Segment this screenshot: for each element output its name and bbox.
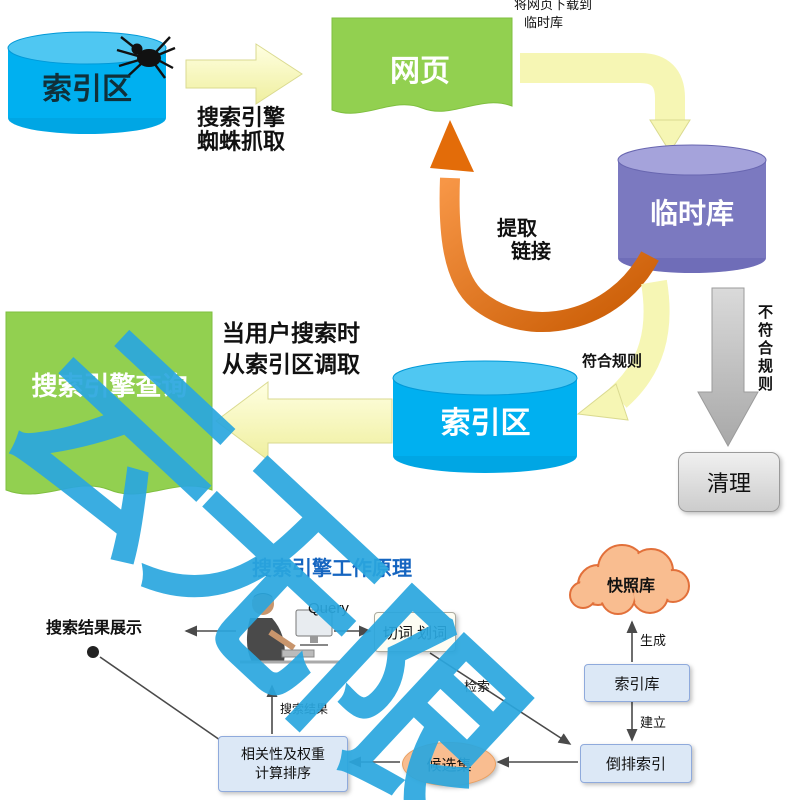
arrow-download-elbow (520, 53, 691, 153)
person-computer-icon (240, 593, 340, 664)
snapshot-cloud-shape (569, 544, 690, 615)
temp-db-label: 临时库 (649, 198, 734, 229)
segment-box: 切词 划词 (374, 612, 456, 652)
candidate-set-ellipse: 候选集 (402, 742, 496, 786)
arrow-extract-links (430, 120, 659, 332)
query-doc-label: 搜索引擎查询 (31, 371, 188, 401)
clean-label: 清理 (706, 471, 751, 496)
download-caption: 将网页下载到 临时库 (514, 0, 593, 30)
flow-connectors (99, 620, 638, 768)
rank-box: 相关性及权重 计算排序 (218, 736, 348, 792)
arrow-not-match-down (697, 287, 759, 448)
generate-arrow-label: 生成 (640, 633, 667, 648)
index-area-mid-label: 索引区 (440, 407, 531, 440)
index-area-left-label: 索引区 (42, 73, 132, 106)
spider-icon (116, 36, 176, 79)
arrow-match-rule (576, 279, 670, 421)
webpage-label: 网页 (390, 55, 450, 88)
result-dot (87, 646, 99, 658)
rule-not-match-label: 不符合规则 (756, 304, 773, 394)
snapshot-cloud-label: 快照库 (606, 578, 655, 595)
arrow-query-left (215, 381, 393, 461)
spider-caption: 搜索引擎 蜘蛛抓取 (196, 105, 285, 155)
clean-box: 清理 (678, 452, 780, 512)
temp-db-cylinder (617, 144, 767, 273)
inverted-index-box: 倒排索引 (580, 744, 692, 783)
retrieve-arrow-label: 检索 (464, 679, 491, 694)
results-display-label: 搜索结果展示 (46, 620, 143, 637)
query-text: Query (308, 600, 349, 617)
index-store-box: 索引库 (584, 664, 690, 702)
index-area-mid-cylinder (392, 360, 578, 473)
build-arrow-label: 建立 (640, 715, 667, 730)
bottom-title: 搜索引擎工作原理 (252, 558, 412, 580)
query-doc-shape (5, 311, 213, 495)
rule-match-label: 符合规则 (582, 353, 643, 370)
extract-caption: 提取 链接 (497, 218, 551, 263)
arrow-crawl-right (185, 43, 303, 105)
user-query-caption: 当用户搜索时 从索引区调取 (222, 320, 360, 378)
results-arrow-label: 搜索结果 (280, 702, 329, 716)
webpage-doc-shape (331, 17, 513, 114)
